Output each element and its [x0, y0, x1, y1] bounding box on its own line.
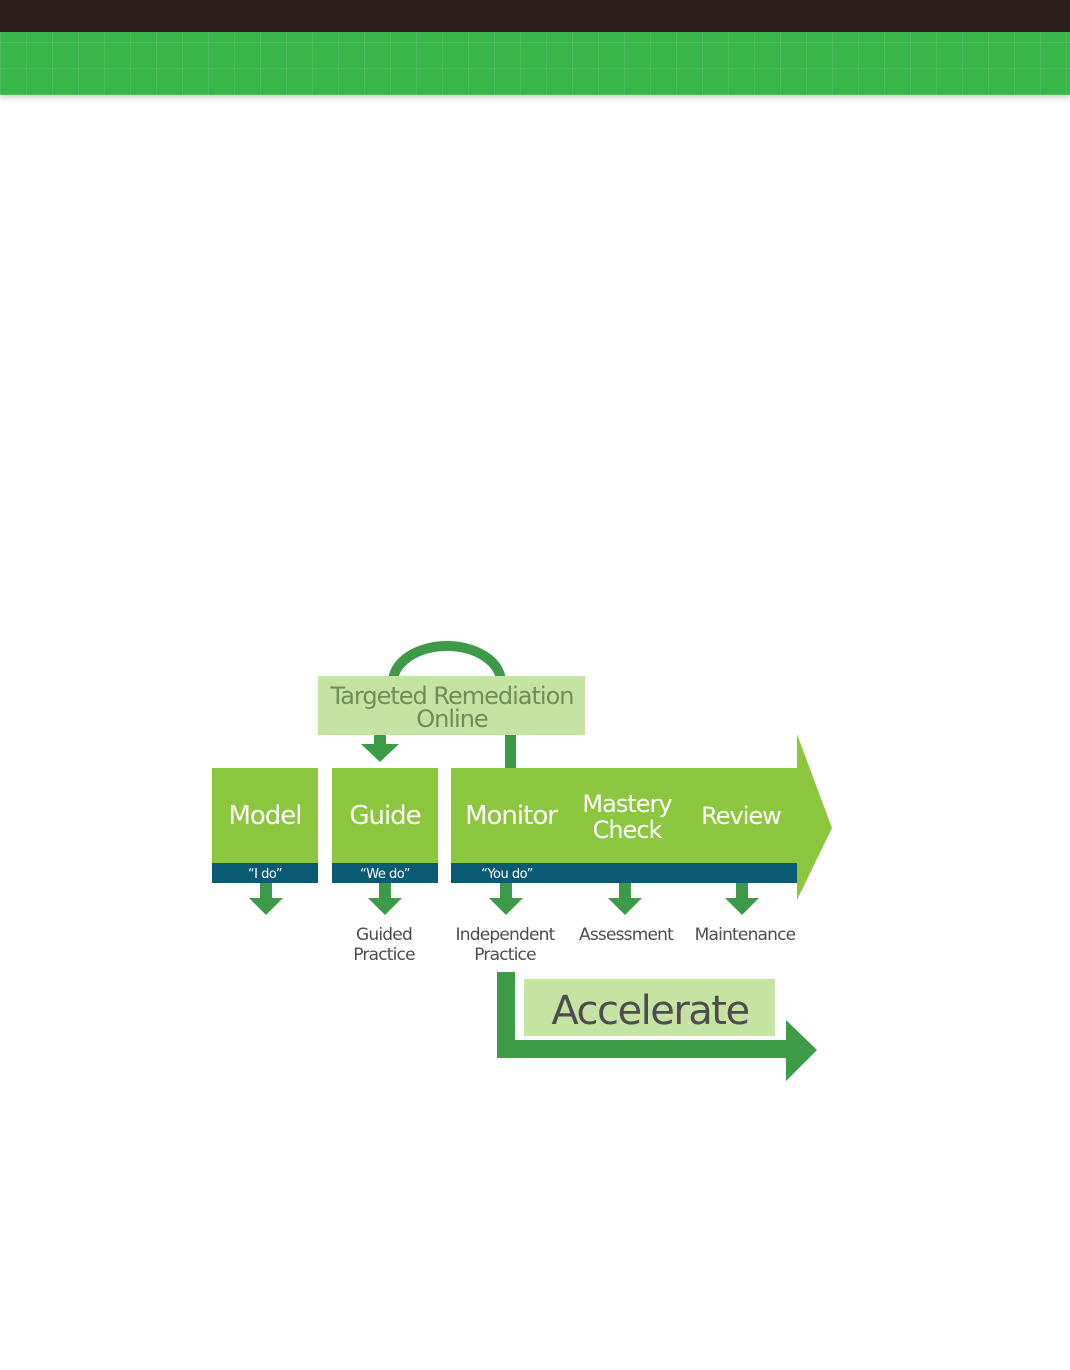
remediation-loop-arc — [388, 641, 506, 683]
guide-down-arrow — [368, 883, 402, 915]
green-header-banner — [0, 32, 1070, 95]
stage-guide-sub: “We do” — [360, 867, 410, 882]
stage-model-box — [212, 768, 318, 863]
stage-guide-box — [332, 768, 438, 863]
stage-guide-label: Guide — [349, 801, 420, 831]
outcome-independent-line2: Practice — [474, 945, 536, 965]
stage-mastery-label-line1: Mastery — [582, 790, 672, 818]
stage-model-label: Model — [228, 801, 301, 831]
outcome-independent-line1: Independent — [456, 925, 556, 945]
stage-monitor-label: Monitor — [465, 801, 558, 831]
remediation-connector — [505, 733, 516, 769]
remediation-label-line1: Targeted Remediation — [330, 682, 574, 710]
monitor-down-arrow — [489, 883, 523, 915]
remediation-box — [318, 676, 585, 735]
top-dark-bar — [0, 0, 1070, 32]
outcome-maintenance: Maintenance — [695, 925, 796, 945]
stage-mastery-label-line2: Check — [593, 816, 663, 844]
stage-model-sub: “I do” — [248, 867, 282, 882]
mastery-down-arrow — [608, 883, 642, 915]
stage-guide-band — [332, 863, 438, 883]
remediation-label-line2: Online — [416, 705, 488, 733]
stage-model-band — [212, 863, 318, 883]
remediation-to-guide-arrow — [361, 735, 399, 762]
stage-monitor-sub: “You do” — [481, 867, 533, 882]
accelerate-box — [524, 979, 775, 1036]
review-down-arrow — [725, 883, 759, 915]
outcome-guided-line1: Guided — [356, 925, 412, 945]
accelerate-arrow — [497, 972, 817, 1081]
accelerate-label: Accelerate — [551, 988, 748, 1034]
stage-big-arrow — [451, 734, 832, 900]
stage-review-label: Review — [701, 802, 781, 830]
stage-big-arrow-band — [451, 863, 797, 883]
outcome-guided-line2: Practice — [353, 945, 415, 965]
outcome-assessment: Assessment — [579, 925, 674, 945]
model-down-arrow — [249, 883, 283, 915]
